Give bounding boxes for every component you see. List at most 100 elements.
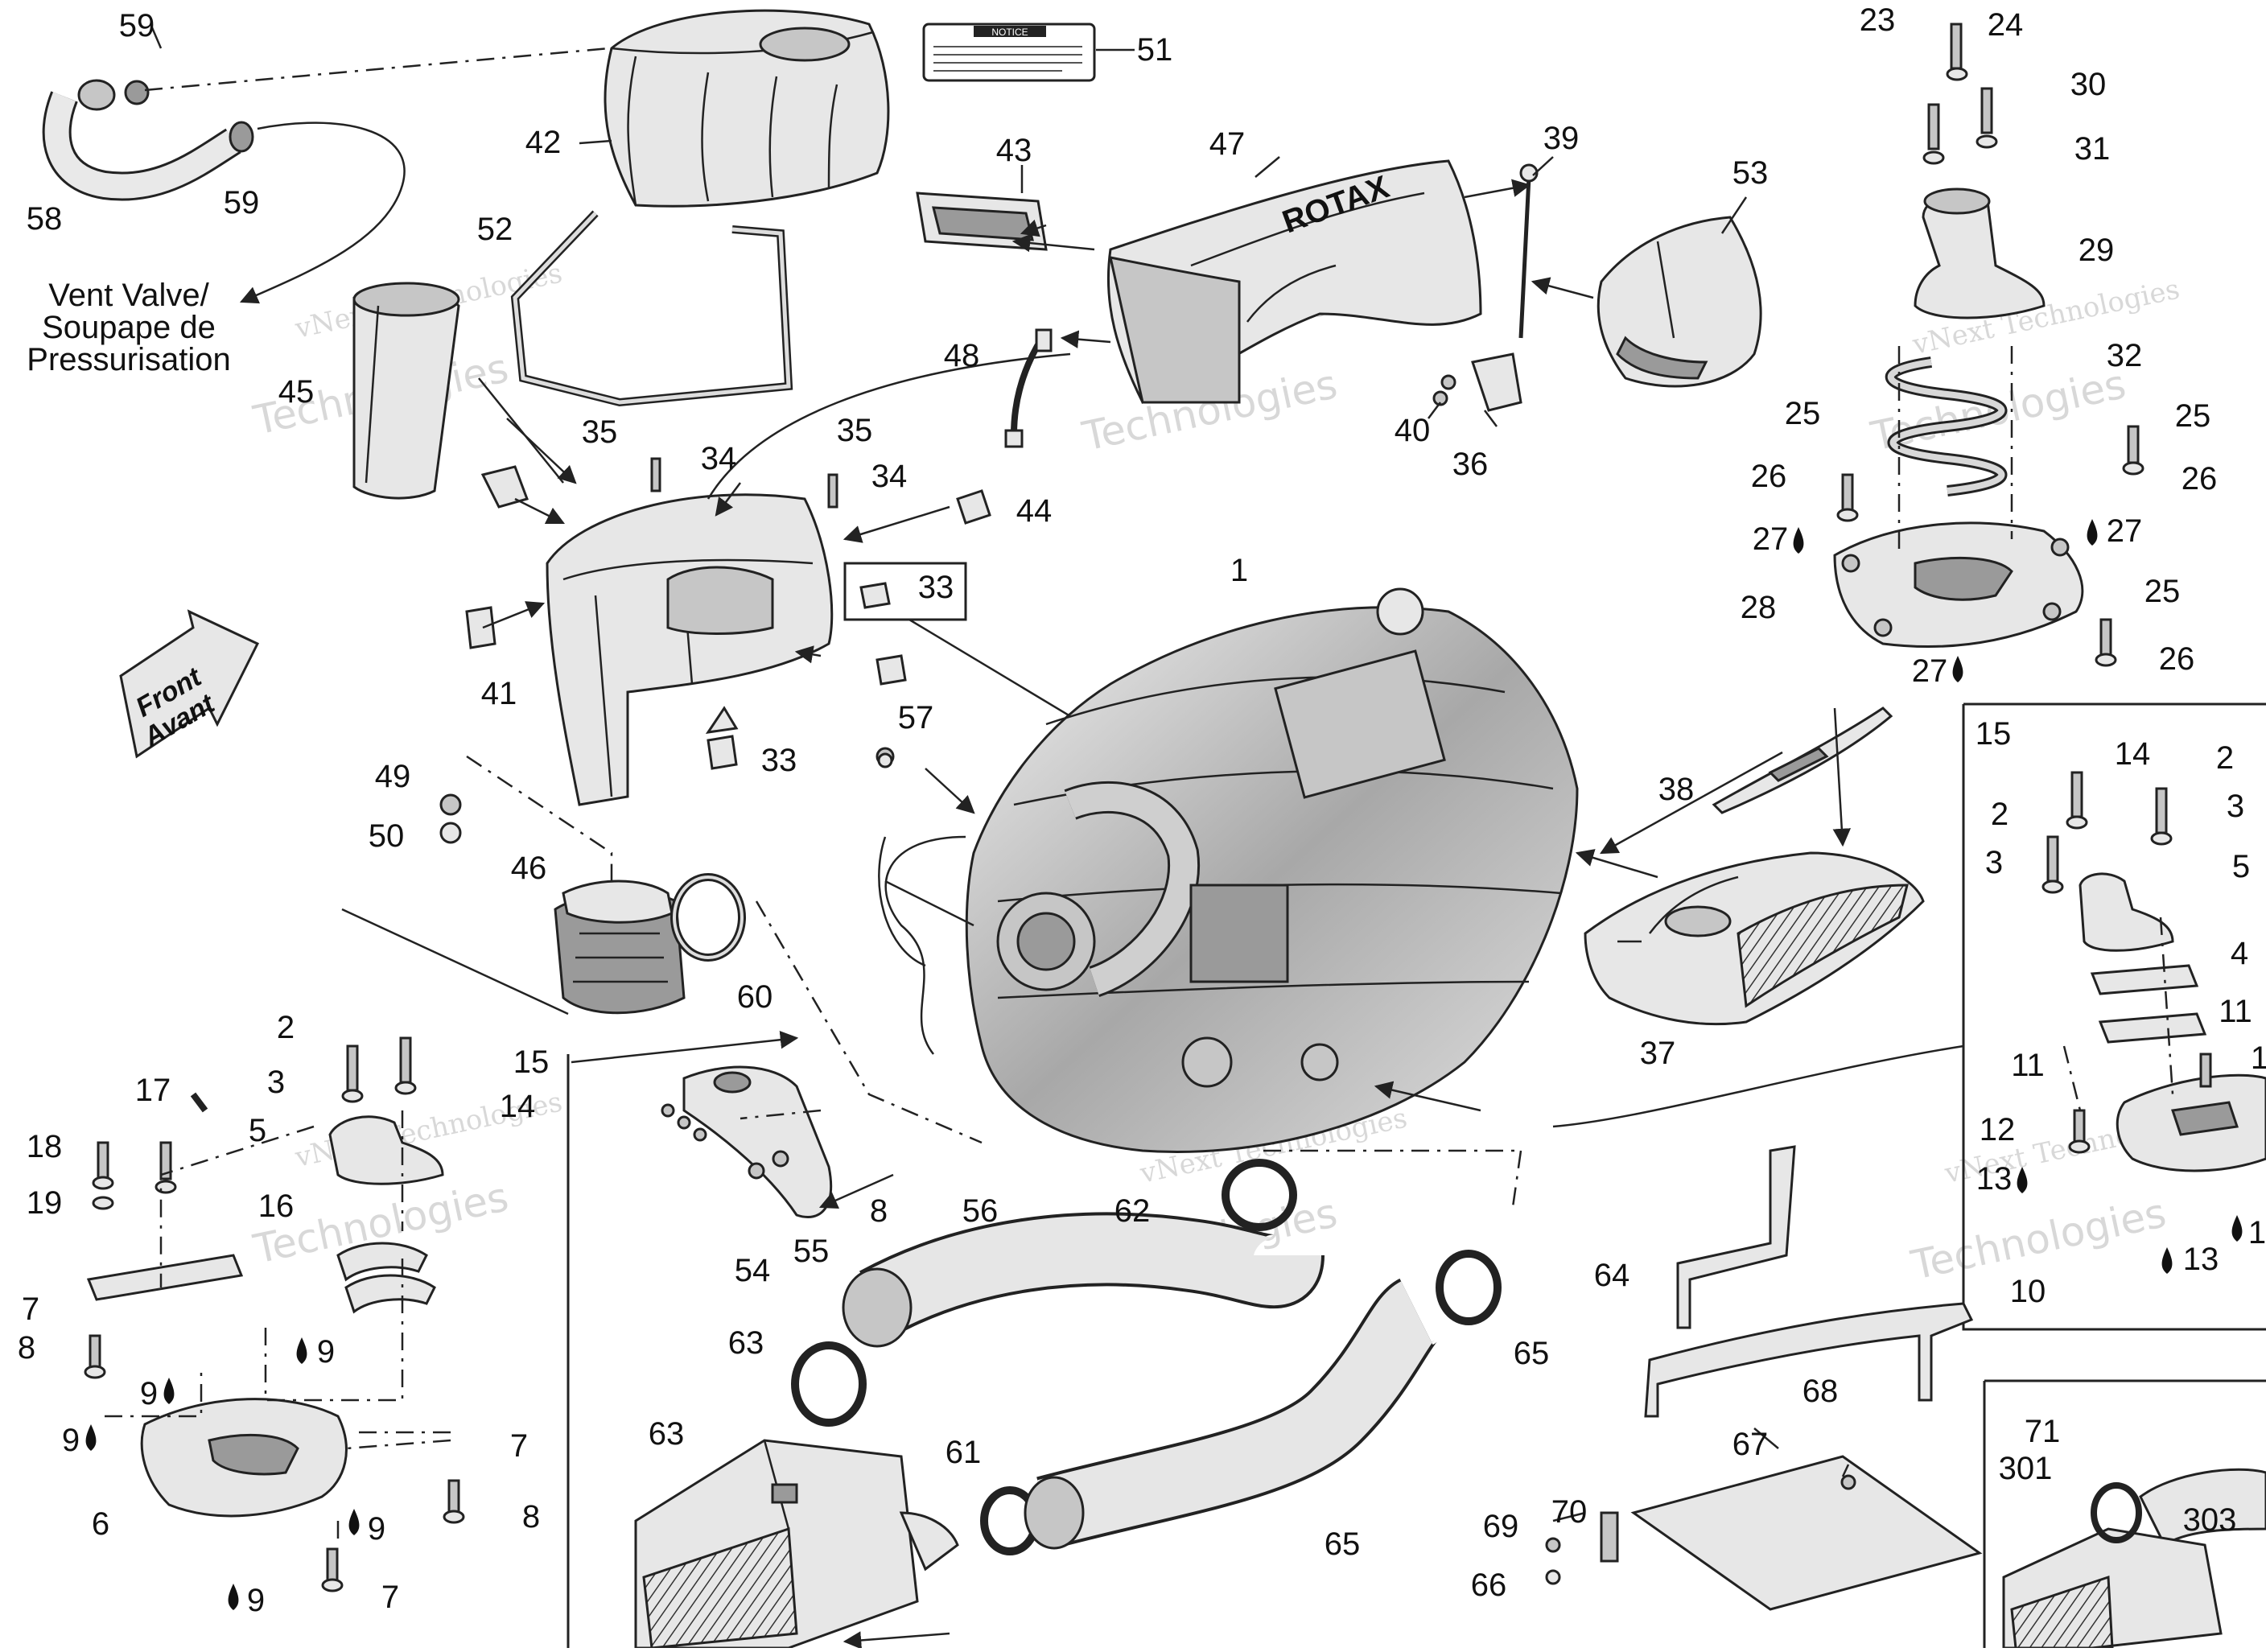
- callout-label: 33: [761, 743, 797, 778]
- callout-label: 29: [2079, 233, 2115, 268]
- note-line: Pressurisation: [27, 342, 230, 377]
- callout-label: 27: [1912, 653, 1948, 689]
- callout-label: 26: [2182, 461, 2218, 496]
- hose-end: [77, 79, 116, 111]
- clamp-63: [1222, 1159, 1297, 1231]
- front-arrow: Front Avant: [119, 609, 260, 759]
- callout-layer: 59 59 58 42 51 52 43 47 39 53 48 40 36 4…: [18, 2, 2266, 1618]
- intercooler-61: [634, 1439, 959, 1650]
- callout-label: 26: [2159, 641, 2195, 677]
- callout-label: 65: [1514, 1336, 1550, 1371]
- engine-1: [878, 587, 1579, 1154]
- callout-label: 3: [1985, 845, 2003, 880]
- callout-box-33: [843, 562, 967, 621]
- callout-label: 9: [368, 1511, 385, 1547]
- callout-label: 5: [2232, 849, 2250, 884]
- hose-62: [842, 1212, 1325, 1348]
- bracket-36: [1432, 352, 1522, 412]
- mount-plate-28: [1833, 425, 2144, 667]
- sensor-48: [1004, 328, 1053, 448]
- decal-38: [1712, 707, 1893, 814]
- callout-label: 66: [1471, 1568, 1507, 1603]
- panel-frame-inset: [1983, 1379, 2266, 1648]
- callout-label: 59: [119, 8, 155, 43]
- callout-label: 2: [277, 1010, 295, 1045]
- callout-label: 68: [1802, 1374, 1839, 1409]
- callout-label: 18: [27, 1129, 63, 1164]
- callout-label: 11: [2219, 994, 2252, 1029]
- oil-drop-icon: [348, 1509, 360, 1535]
- gasket-43: [916, 192, 1048, 251]
- vent-valve-note: Vent Valve/ Soupape de Pressurisation: [27, 278, 230, 377]
- note-line: Soupape de: [42, 310, 216, 345]
- notice-title: NOTICE: [991, 27, 1028, 38]
- oil-drop-icon: [2017, 1167, 2028, 1193]
- callout-label: 43: [996, 133, 1032, 168]
- note-line: Vent Valve/: [48, 278, 209, 313]
- vent-hose-58: [42, 45, 628, 304]
- callout-label: 3: [267, 1065, 285, 1100]
- inset-300: [2002, 1468, 2266, 1650]
- side-panel-53: [1596, 216, 1762, 388]
- intake-tube-45: [352, 282, 460, 500]
- callout-label: 30: [2070, 67, 2107, 102]
- callout-label: 27: [2107, 513, 2143, 549]
- callout-label: 15: [1976, 716, 2012, 752]
- callout-label: 60: [737, 979, 773, 1015]
- callout-label: 23: [1860, 2, 1896, 38]
- callout-label: 32: [2107, 338, 2143, 373]
- sensor-wire-57: [884, 835, 966, 1055]
- spring-32: [1885, 356, 2008, 496]
- oil-drop-icon: [1952, 656, 1963, 682]
- dipstick-39: [1518, 176, 1531, 339]
- callout-label: 26: [1751, 459, 1787, 494]
- callout-label: 58: [27, 201, 63, 237]
- callout-label: 10: [2010, 1274, 2046, 1309]
- callout-label: 17: [135, 1073, 171, 1108]
- oil-drop-icon: [228, 1584, 239, 1610]
- clamp-65: [1436, 1250, 1502, 1325]
- notice-label-51: NOTICE: [922, 23, 1096, 82]
- hose-64: [1024, 1278, 1439, 1550]
- callout-label: 16: [258, 1189, 295, 1224]
- callout-label: 48: [944, 338, 980, 373]
- callout-label: 44: [1016, 493, 1053, 529]
- panel-frame-right: [1962, 704, 2266, 1331]
- engine-mount-right-panel: [2041, 771, 2266, 1172]
- callout-label: 9: [62, 1423, 80, 1458]
- callout-label: 8: [18, 1330, 35, 1366]
- callout-label: 301: [1999, 1451, 2053, 1486]
- callout-label: 67: [1732, 1427, 1769, 1462]
- callout-label: 62: [1114, 1193, 1151, 1229]
- callout-label: 47: [1209, 126, 1246, 162]
- callout-label: 31: [2074, 131, 2111, 167]
- callout-label: 303: [2183, 1502, 2237, 1538]
- callout-label: 15: [513, 1044, 550, 1080]
- intake-boot-46: [554, 880, 686, 1015]
- callout-label: 38: [1658, 772, 1695, 807]
- callout-label: 45: [278, 374, 315, 410]
- oil-drop-icon: [2161, 1247, 2173, 1274]
- callout-label: 35: [582, 414, 618, 450]
- divider-line: [341, 908, 569, 1016]
- callout-label: 1: [1230, 553, 1248, 588]
- callout-label: 57: [898, 700, 934, 735]
- oil-drop-icon: [1793, 527, 1804, 554]
- callout-label: 36: [1452, 447, 1489, 482]
- leader-lines: [105, 25, 2174, 1650]
- clamp-63: [791, 1341, 867, 1427]
- callout-label: 3: [2227, 789, 2244, 824]
- engine-cover-47: ROTAX: [1106, 159, 1482, 404]
- callout-label: 9: [140, 1376, 158, 1411]
- callout-label: 1: [2251, 1040, 2266, 1076]
- callout-label: 35: [837, 413, 873, 448]
- callout-label: 24: [1988, 7, 2024, 43]
- engine-mount-29: [1914, 23, 2046, 319]
- callout-label: 25: [2175, 398, 2211, 434]
- callout-label: 61: [946, 1435, 982, 1470]
- plate-68: [1545, 1455, 1983, 1611]
- bracket-54: [661, 1065, 833, 1218]
- callout-label: 41: [481, 676, 517, 711]
- callout-label: 11: [2011, 1048, 2045, 1083]
